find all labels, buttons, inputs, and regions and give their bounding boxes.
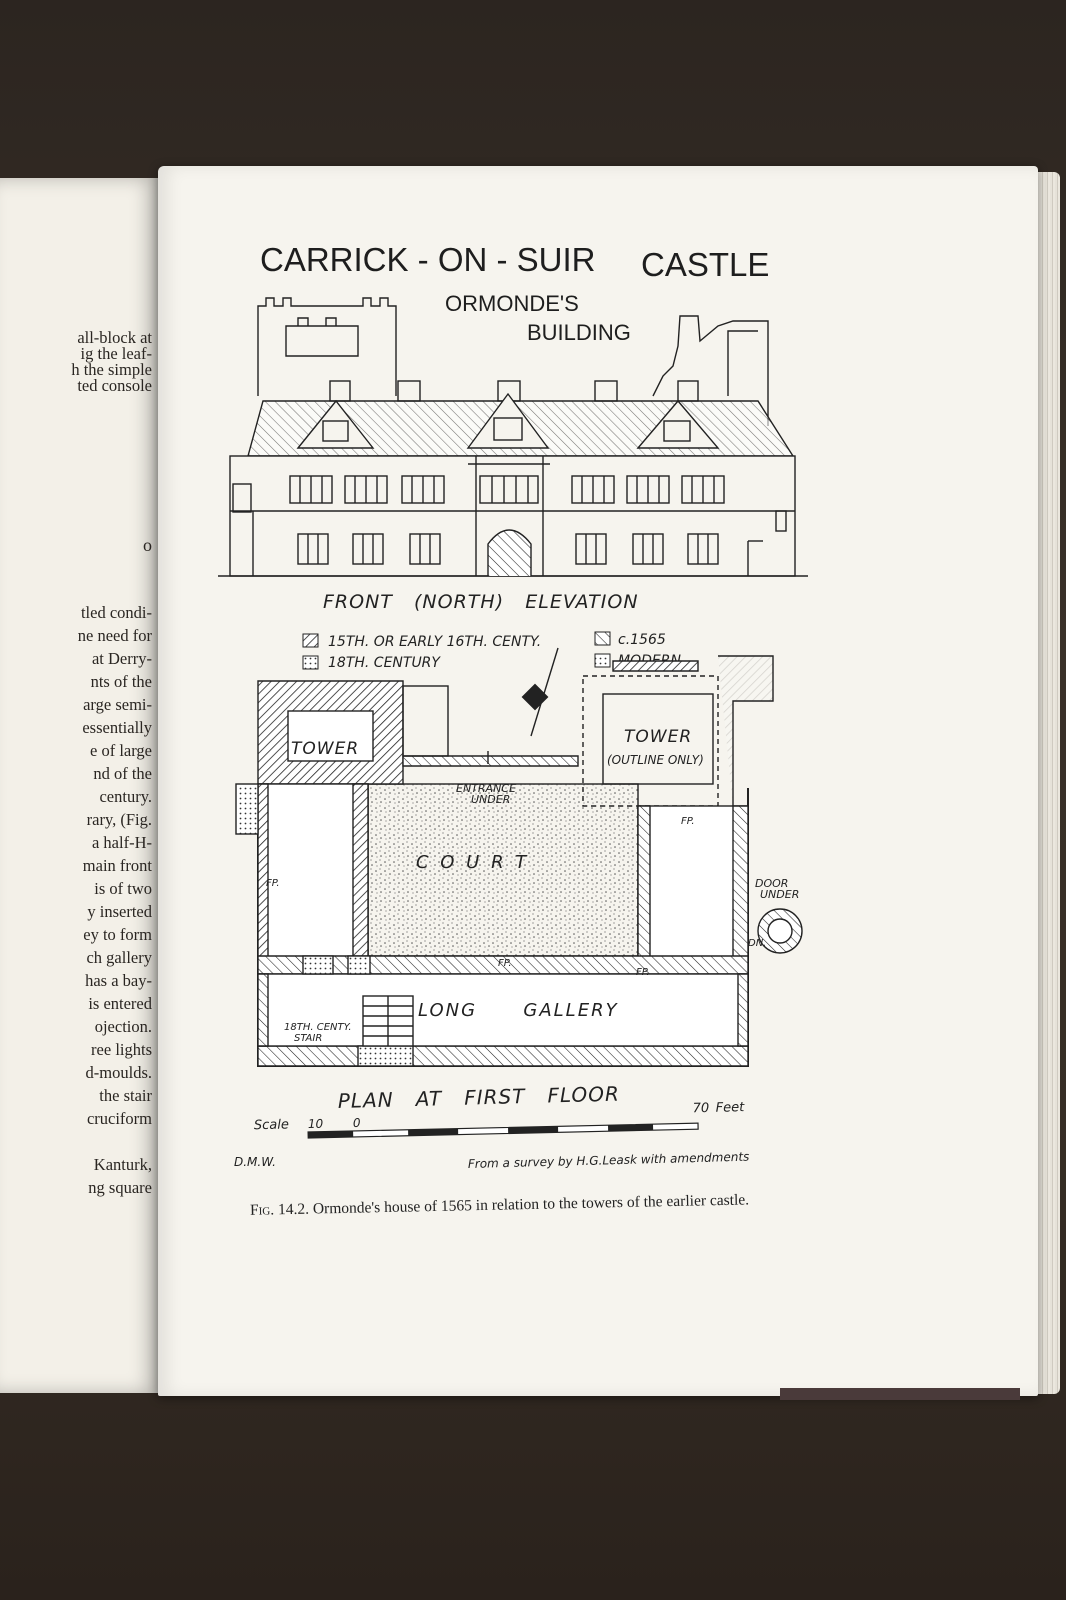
label-fp-east: FP. [681,816,695,827]
first-floor-plan [235,655,803,1067]
left-mid-line: at Derry- [91,649,152,668]
left-mid-line: ree lights [91,1040,152,1059]
front-elevation-drawing [218,297,808,577]
left-mid-line: ne need for [77,626,152,645]
scale-zero: 0 [353,1116,361,1130]
left-mid-line: rary, (Fig. [86,810,152,829]
subtitle-1: ORMONDE'S [445,291,579,316]
left-top-line: ig the leaf- [80,344,152,363]
left-mid-line: has a bay- [85,971,152,990]
label-door-under: UNDER [760,888,799,901]
book-cover-edge [780,1388,1020,1400]
scale-bar: Scale 10 0 70 Feet [254,1100,745,1139]
scale-left: 10 [308,1117,324,1131]
left-mid-line: is of two [94,879,152,898]
north-arrow [521,647,559,737]
scale-right: 70 [692,1101,709,1116]
left-mid-line: tled condi- [80,603,152,622]
label-fp-gallery-1: FP. [498,958,512,969]
left-top-line: all-block at [77,328,152,347]
left-mid-line: cruciform [86,1109,152,1128]
left-mid-line: d-moulds. [85,1063,152,1082]
label-fp-west: FP. [266,878,280,889]
left-mid-line: nd of the [93,764,152,783]
legend-a-label: 15TH. OR EARLY 16TH. CENTY. [328,634,541,650]
scale-unit: Feet [715,1100,745,1116]
left-top-line: ted console [77,376,152,395]
left-mid-line: y inserted [87,902,152,921]
left-top-line: h the simple [71,360,152,379]
subtitle-2: BUILDING [527,320,631,345]
left-mid-line: arge semi- [83,695,152,714]
label-tower-west: TOWER [291,739,359,759]
initials: D.M.W. [234,1155,276,1169]
label-entrance: ENTRANCE [456,782,516,795]
legend-c-label: c.1565 [618,632,666,648]
label-dn: DN. [748,938,766,949]
label-door: DOOR [755,877,788,890]
label-long-gallery: LONG GALLERY [418,1000,619,1021]
plate-title: CARRICK - ON - SUIR CASTLE ORMONDE'S BUI… [260,241,769,345]
left-mid-line: ojection. [94,1017,152,1036]
fragment-text: o [143,535,152,555]
label-court: C O U R T [416,852,529,873]
left-bottom-line: Kanturk, [93,1155,152,1174]
label-fp-gallery-2: FP. [636,967,650,978]
left-mid-line: ch gallery [86,948,152,967]
plan-label: PLAN AT FIRST FLOOR [338,1082,621,1113]
left-mid-line: e of large [90,741,152,760]
label-entrance-under: UNDER [471,793,510,806]
left-page-text-bottom: Kanturk, ng square [2,1153,152,1199]
scale-word: Scale [254,1117,289,1133]
elevation-label: FRONT (NORTH) ELEVATION [323,591,639,613]
left-mid-line: a half-H- [91,833,152,852]
left-mid-line: century. [99,787,152,806]
title-right: CASTLE [641,246,769,283]
left-mid-line: nts of the [90,672,152,691]
label-tower-east-note: (OUTLINE ONLY) [607,753,704,767]
plan-labels: TOWER TOWER (OUTLINE ONLY) ENTRANCE UNDE… [266,727,799,1044]
left-bottom-line: ng square [88,1178,152,1197]
left-mid-line: main front [82,856,152,875]
plate-drawing: CARRICK - ON - SUIR CASTLE ORMONDE'S BUI… [218,241,808,1171]
left-mid-line: essentially [82,718,152,737]
label-stair-1: 18TH. CENTY. [284,1022,352,1033]
left-mid-line: ey to form [83,925,152,944]
left-page-text-middle: tled condi-ne need for at Derry-nts of th… [2,601,152,1130]
label-tower-east: TOWER [624,727,692,747]
legend-b-label: 18TH. CENTURY [328,655,441,671]
title-left: CARRICK - ON - SUIR [260,241,596,278]
survey-credit: From a survey by H.G.Leask with amendmen… [468,1150,750,1171]
left-page-fragment: o [2,534,152,557]
left-mid-line: the stair [99,1086,152,1105]
caption-figure-number: Fig. 14.2. [249,1200,310,1219]
left-mid-line: is entered [88,994,152,1013]
label-stair-2: STAIR [294,1033,322,1044]
